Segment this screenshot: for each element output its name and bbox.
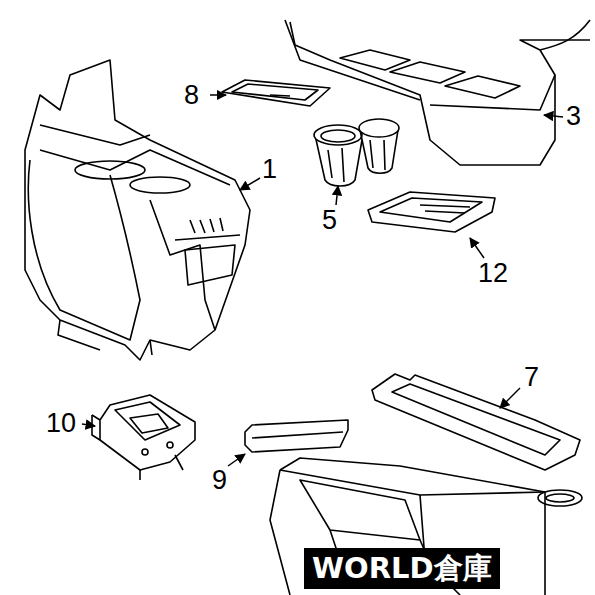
callout-number: 5 (322, 207, 337, 234)
callout-number: 9 (212, 467, 227, 494)
rear-console-cover (285, 20, 590, 165)
small-lid (222, 80, 330, 106)
mounting-bracket (92, 395, 195, 480)
callout-number: 1 (262, 156, 277, 183)
callout-number: 8 (184, 82, 199, 109)
trim-strip (245, 420, 348, 452)
cup-holder (314, 119, 399, 186)
storage-bin (270, 458, 582, 595)
callout-number: 10 (46, 410, 76, 437)
storage-lid (372, 374, 580, 470)
console-body (25, 60, 250, 360)
watermark-text: WORLD倉庫 (312, 551, 492, 585)
callout-number: 12 (478, 260, 508, 287)
watermark-box: WORLD倉庫 (304, 548, 500, 589)
leader-arrows (82, 95, 563, 466)
callout-number: 3 (566, 103, 581, 130)
callout-number: 7 (524, 364, 539, 391)
tray (368, 192, 495, 232)
